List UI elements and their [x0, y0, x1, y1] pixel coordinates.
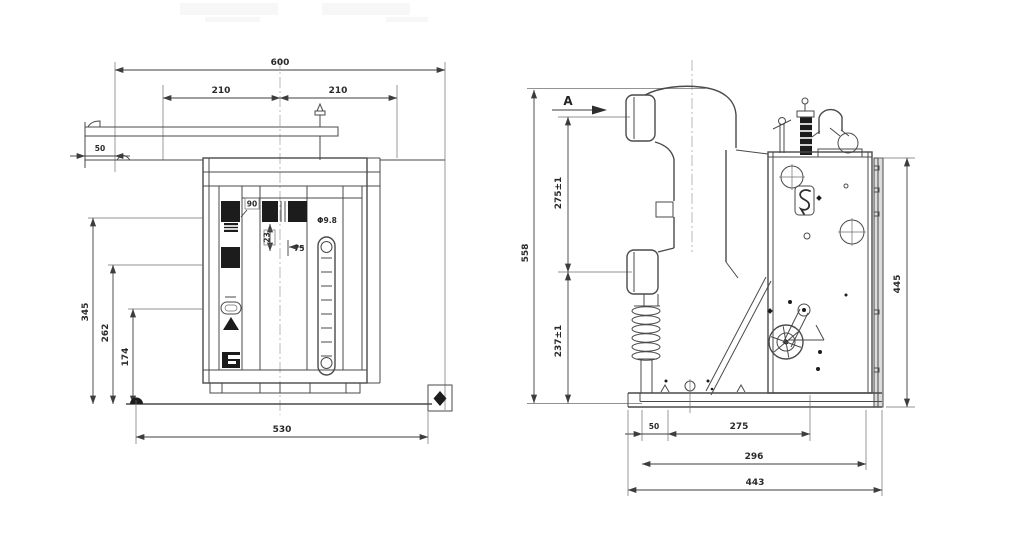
dim-slot-75: 75	[287, 240, 304, 256]
dim-50-label: 50	[95, 144, 105, 153]
dim-lower-span: 237±1	[554, 271, 572, 404]
dim-275-upper-label: 275±1	[554, 177, 564, 210]
side-view: A 558 275±1 237±1	[521, 60, 915, 496]
dim-phase-spacing: 210 210	[162, 85, 398, 160]
top-accessories	[772, 97, 863, 158]
dim-slot-23: 23	[263, 223, 276, 252]
base-front	[126, 384, 453, 412]
dim-base-width: 530	[135, 400, 429, 444]
lifting-lug-icon	[818, 108, 843, 134]
dim-530-label: 530	[273, 425, 292, 435]
dim-upper-span: 275±1	[554, 116, 632, 273]
section-arrow-icon	[592, 105, 607, 115]
hook-plate	[794, 185, 815, 216]
breaker-body	[202, 157, 381, 394]
section-marker: A	[527, 88, 705, 118]
dim-overall-width: 600	[114, 58, 446, 410]
dim-237-label: 237±1	[554, 325, 564, 358]
dim-frame-depth: 296	[641, 410, 867, 470]
dim-210-left-label: 210	[212, 86, 231, 96]
dim-600-label: 600	[271, 58, 290, 68]
dim-558-label: 558	[521, 244, 531, 263]
support-strut	[705, 276, 772, 396]
dim-445-label: 445	[893, 275, 903, 294]
top-rail	[84, 102, 445, 168]
center-displays	[262, 201, 307, 222]
trip-slot: Φ9.8	[317, 216, 337, 376]
rear-panel	[873, 157, 884, 408]
dim-overall-height: 558	[521, 89, 642, 404]
slot-callout-label: Φ9.8	[317, 216, 337, 225]
drive-mechanism	[767, 300, 825, 360]
drive-wheel	[768, 324, 804, 360]
frame-details	[779, 164, 866, 371]
foot-bump	[130, 397, 143, 404]
dim-frame-height: 445	[878, 157, 915, 408]
dim-262-label: 262	[101, 324, 111, 343]
triangle-indicator-icon	[223, 317, 239, 330]
dim-296-label: 296	[745, 452, 764, 462]
dim-210-right-label: 210	[329, 86, 348, 96]
mechanism-frame	[767, 151, 873, 394]
dim-bracket-offset: 50	[70, 144, 130, 160]
crosshair-circle-lower	[838, 218, 866, 246]
section-a-label: A	[563, 94, 573, 108]
diamond-marker-icon	[433, 391, 447, 406]
dim-overall-depth: 443	[627, 410, 883, 496]
dim-275-base-label: 275	[730, 422, 749, 432]
bellows-cylinder	[796, 97, 815, 155]
insulator-fins	[631, 306, 661, 361]
dim-base-holes: 50 275	[625, 395, 811, 441]
base-side	[627, 379, 882, 413]
indicator-column	[220, 201, 242, 368]
dim-23-label: 23	[263, 232, 272, 242]
front-view: 600 210 210 50	[70, 58, 453, 444]
dim-panel-90: 90	[240, 197, 260, 218]
pole-assembly	[625, 85, 769, 393]
dim-174-label: 174	[121, 348, 131, 367]
dim-50-base-label: 50	[649, 422, 659, 431]
s-hook-icon	[798, 189, 811, 215]
dim-heights: 345 262 174	[81, 217, 203, 405]
indicator-slot	[220, 301, 242, 315]
dim-90-label: 90	[247, 200, 257, 209]
dim-75-label: 75	[294, 244, 304, 253]
crosshair-circle-upper	[779, 164, 805, 190]
dim-443-label: 443	[746, 478, 765, 488]
watermark	[180, 3, 428, 22]
dim-345-label: 345	[81, 303, 91, 322]
